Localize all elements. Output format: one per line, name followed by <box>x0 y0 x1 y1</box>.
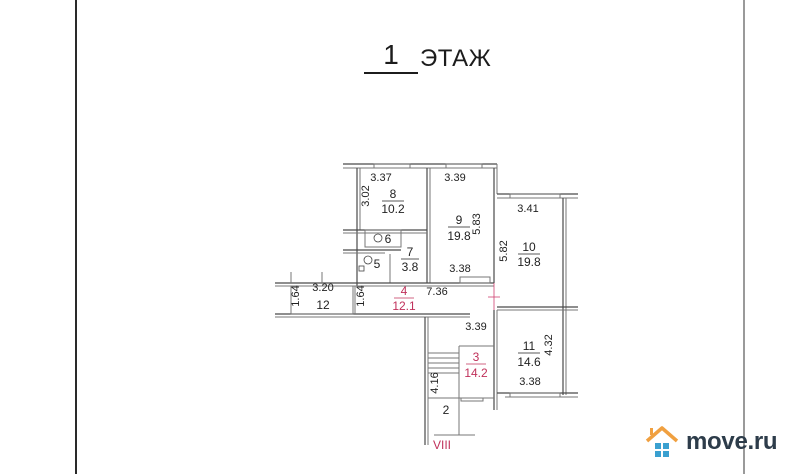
move-ru-logo[interactable]: move.ru <box>644 424 778 460</box>
svg-text:8: 8 <box>390 187 397 201</box>
svg-text:3.02: 3.02 <box>360 185 372 206</box>
svg-text:14.6: 14.6 <box>517 355 541 369</box>
walls <box>275 163 578 445</box>
svg-text:3.20: 3.20 <box>312 282 333 294</box>
svg-text:3.38: 3.38 <box>449 263 470 275</box>
svg-text:5: 5 <box>374 257 381 271</box>
floor-word: ЭТАЖ <box>420 45 492 72</box>
svg-text:5.82: 5.82 <box>498 240 510 261</box>
svg-text:3.39: 3.39 <box>444 172 465 184</box>
svg-text:11: 11 <box>523 339 536 353</box>
logo-text: move.ru <box>686 428 778 455</box>
svg-text:19.8: 19.8 <box>517 255 541 269</box>
svg-text:1.64: 1.64 <box>290 285 302 306</box>
svg-text:2: 2 <box>443 403 450 417</box>
svg-text:10.2: 10.2 <box>381 202 405 216</box>
svg-text:3.41: 3.41 <box>517 203 538 215</box>
svg-text:3.38: 3.38 <box>519 376 540 388</box>
svg-text:3: 3 <box>473 350 480 364</box>
section-label: VIII <box>433 438 451 452</box>
svg-text:7: 7 <box>407 245 414 259</box>
svg-text:4: 4 <box>401 284 408 298</box>
room-labels: 3.37 8 10.2 3.02 3.39 9 19.8 5.83 3.38 3… <box>290 172 555 452</box>
svg-text:3.39: 3.39 <box>465 321 486 333</box>
svg-text:14.2: 14.2 <box>464 366 488 380</box>
svg-text:10: 10 <box>522 240 536 254</box>
svg-text:9: 9 <box>456 213 463 227</box>
svg-text:1.64: 1.64 <box>355 285 367 306</box>
svg-text:12: 12 <box>316 298 330 312</box>
frame-line-right <box>743 0 745 474</box>
frame-line-left <box>75 0 77 474</box>
house-icon <box>645 426 679 457</box>
svg-text:3.37: 3.37 <box>370 172 391 184</box>
svg-text:6: 6 <box>385 232 392 246</box>
svg-text:5.83: 5.83 <box>471 213 483 234</box>
svg-text:7.36: 7.36 <box>426 286 447 298</box>
floor-number: 1 <box>364 38 418 74</box>
floor-title: 1 ЭТАЖ <box>364 34 491 74</box>
svg-text:19.8: 19.8 <box>447 229 471 243</box>
svg-text:4.32: 4.32 <box>543 334 555 355</box>
svg-text:12.1: 12.1 <box>392 299 416 313</box>
svg-text:3.8: 3.8 <box>402 260 419 274</box>
svg-text:4.16: 4.16 <box>429 372 441 393</box>
